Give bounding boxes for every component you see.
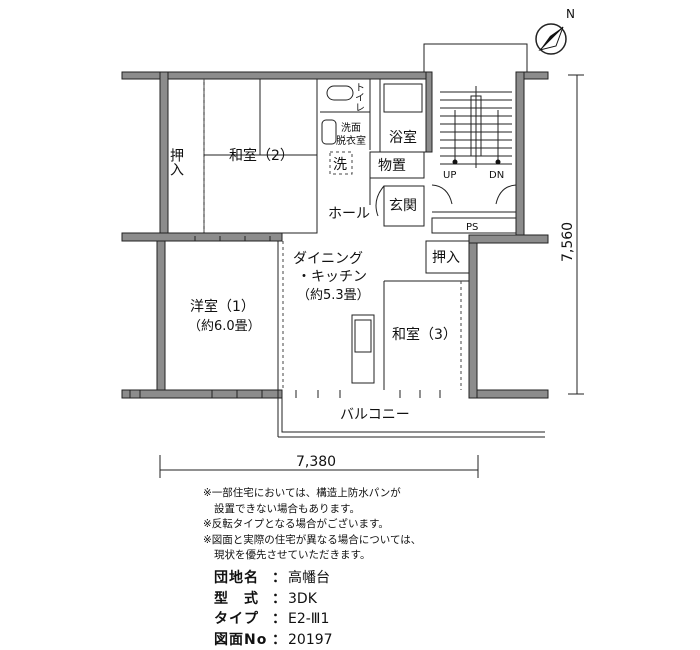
wall-right-lower: [468, 234, 478, 399]
kitchen-counter: [351, 314, 375, 384]
info-type-value: E2-Ⅲ1: [288, 611, 330, 627]
info-type-label: タイプ: [214, 611, 259, 627]
info-zumen: 図面No：20197: [214, 630, 333, 650]
genkan-door-arc: [375, 185, 385, 217]
sliding-door-ticks: [129, 236, 441, 398]
room-oshiire2: 押入: [432, 250, 460, 266]
info-danchi: 団地名 ：高幡台: [214, 568, 333, 589]
room-yoshitsu-line1: 洋室（1）: [190, 298, 255, 315]
oshiire2-box: [425, 240, 470, 274]
toilet-bowl: [326, 85, 354, 101]
colon: ：: [272, 611, 286, 627]
room-hall: ホール: [328, 206, 370, 222]
room-washitsu2: 和室（2）: [229, 147, 294, 164]
compass-circle: [535, 23, 567, 55]
stair-door-arc-left: [431, 184, 453, 205]
ps-box: [431, 217, 517, 234]
colon: ：: [272, 570, 286, 586]
dimension-lines: 7,380 7,560: [159, 74, 584, 478]
info-danchi-value: 高幡台: [288, 570, 330, 586]
room-labels: 和室（2） 押入 トイレ 洗面 脱衣室 洗 浴室 物置 ホール 玄関 ダイニング…: [168, 82, 460, 423]
compass: N: [535, 7, 575, 55]
dim-width-label: 7,380: [296, 454, 336, 470]
room-oshiire1: 押入: [168, 148, 184, 176]
room-dk-line2: ・キッチン: [297, 269, 367, 285]
notes: ※一部住宅においては、構造上防水パンが 設置できない場合もあります。 ※反転タイ…: [203, 486, 533, 564]
room-genkan: 玄関: [389, 197, 417, 214]
info-type: タイプ ：E2-Ⅲ1: [214, 609, 333, 630]
genkan-box: [383, 185, 425, 227]
stair-outline: [423, 43, 528, 72]
ps-label: PS: [466, 222, 478, 233]
wall-stair-left: [425, 71, 433, 153]
room-sentaku: 洗: [333, 157, 347, 173]
stairwell: UP DN PS: [423, 43, 528, 234]
note-line: ※反転タイプとなる場合がございます。: [203, 518, 389, 530]
note-line: 設置できない場合もあります。: [214, 502, 360, 515]
wall-stair-bottom: [468, 234, 549, 244]
info-block: 団地名：高幡台 型 式：3DK タイプ：E2-Ⅲ1 図面No：20197: [214, 568, 333, 650]
monooki-box: [369, 151, 425, 179]
note-line: 現状を優先させていただきます。: [214, 549, 371, 561]
colon: ：: [272, 590, 286, 607]
room-yoshitsu-line2: （約6.0畳）: [188, 319, 261, 334]
info-kata: 型 式 ：3DK: [214, 589, 333, 610]
compass-label: N: [566, 7, 575, 21]
room-yokushitsu: 浴室: [389, 129, 417, 146]
colon: ：: [272, 631, 286, 648]
note-line: ※図面と実際の住宅が異なる場合については、: [203, 533, 422, 546]
info-kata-value: 3DK: [288, 590, 317, 607]
room-balcony: バルコニー: [340, 407, 410, 423]
stair-dn-dot: [495, 159, 501, 165]
wall-bottom-right: [468, 389, 549, 399]
room-senmen: 洗面: [341, 122, 361, 134]
laundry-box: [329, 151, 353, 175]
washbasin: [321, 119, 337, 145]
room-toilet: トイレ: [353, 82, 365, 112]
wall-right-upper: [515, 71, 525, 243]
info-kata-label: 型 式: [214, 590, 259, 607]
north-arrow-tail: [538, 26, 564, 51]
kitchen-sink: [354, 319, 372, 353]
room-dk-line1: ダイニング: [293, 251, 363, 267]
wall-left-top: [159, 71, 169, 241]
info-danchi-label: 団地名: [214, 570, 259, 586]
wall-mid-h: [121, 232, 283, 242]
stair-door-arc-right: [495, 184, 517, 205]
room-washitsu3: 和室（3）: [392, 326, 457, 343]
info-zumen-value: 20197: [288, 631, 333, 648]
info-zumen-label: 図面No: [214, 631, 268, 648]
stair-up-label: UP: [443, 170, 456, 181]
room-monooki: 物置: [378, 158, 406, 174]
dim-depth-label: 7,560: [560, 222, 576, 262]
balcony-outline: [278, 398, 545, 438]
wall-left-bottom: [156, 240, 166, 392]
room-dk-line3: （約5.3畳）: [297, 288, 370, 303]
stair-up-dot: [452, 159, 458, 165]
wall-bottom-left: [121, 389, 283, 399]
stair-dn-label: DN: [489, 170, 504, 181]
partitions: [129, 78, 545, 438]
bathtub: [383, 83, 423, 113]
note-line: ※一部住宅においては、構造上防水パンが: [203, 487, 401, 499]
walls: [121, 71, 549, 399]
room-senmen-2: 脱衣室: [336, 134, 366, 147]
stair-handrail: [470, 95, 482, 157]
